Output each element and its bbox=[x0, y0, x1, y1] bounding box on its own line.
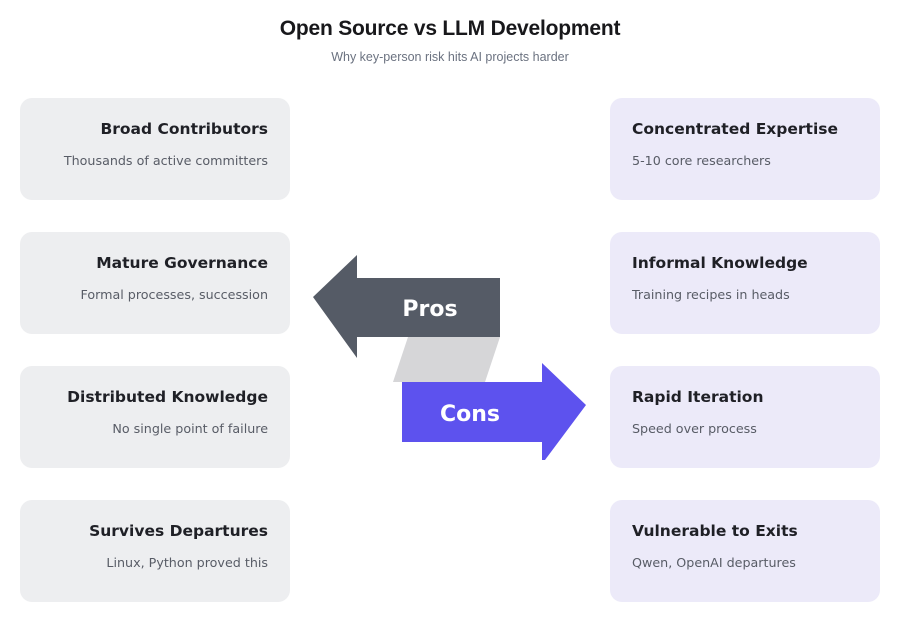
pros-card[interactable]: Distributed Knowledge No single point of… bbox=[20, 366, 290, 468]
card-title: Informal Knowledge bbox=[632, 254, 808, 272]
pros-card[interactable]: Mature Governance Formal processes, succ… bbox=[20, 232, 290, 334]
card-description: Speed over process bbox=[632, 420, 757, 436]
card-title: Distributed Knowledge bbox=[67, 388, 268, 406]
cons-card[interactable]: Rapid Iteration Speed over process bbox=[610, 366, 880, 468]
cons-card[interactable]: Vulnerable to Exits Qwen, OpenAI departu… bbox=[610, 500, 880, 602]
card-title: Concentrated Expertise bbox=[632, 120, 839, 138]
diagonal-connector-shape bbox=[393, 337, 500, 382]
card-description: 5-10 core researchers bbox=[632, 152, 771, 168]
card-description: No single point of failure bbox=[112, 420, 268, 436]
card-description: Linux, Python proved this bbox=[106, 554, 268, 570]
card-title: Vulnerable to Exits bbox=[632, 522, 798, 540]
card-title: Rapid Iteration bbox=[632, 388, 764, 406]
card-title: Mature Governance bbox=[96, 254, 268, 272]
card-description: Qwen, OpenAI departures bbox=[632, 554, 796, 570]
pros-card[interactable]: Broad Contributors Thousands of active c… bbox=[20, 98, 290, 200]
card-title: Survives Departures bbox=[89, 522, 268, 540]
cons-card[interactable]: Concentrated Expertise 5-10 core researc… bbox=[610, 98, 880, 200]
pros-card[interactable]: Survives Departures Linux, Python proved… bbox=[20, 500, 290, 602]
card-title: Broad Contributors bbox=[100, 120, 268, 138]
pros-arrow-label: Pros bbox=[402, 297, 457, 322]
card-description: Thousands of active committers bbox=[63, 152, 268, 168]
page-subtitle: Why key-person risk hits AI projects har… bbox=[331, 50, 569, 64]
page-title: Open Source vs LLM Development bbox=[279, 17, 621, 40]
cons-arrow-label: Cons bbox=[440, 402, 500, 427]
cons-arrow-shape bbox=[402, 363, 586, 460]
card-description: Training recipes in heads bbox=[632, 286, 790, 302]
pros-arrow-shape bbox=[313, 255, 500, 358]
cons-card[interactable]: Informal Knowledge Training recipes in h… bbox=[610, 232, 880, 334]
card-description: Formal processes, succession bbox=[80, 286, 269, 302]
page-header: Open Source vs LLM Development Why key-p… bbox=[0, 0, 900, 64]
cons-column: Concentrated Expertise 5-10 core researc… bbox=[610, 98, 880, 602]
pros-column: Broad Contributors Thousands of active c… bbox=[20, 98, 290, 602]
pros-cons-arrows: Pros Cons bbox=[300, 245, 600, 460]
